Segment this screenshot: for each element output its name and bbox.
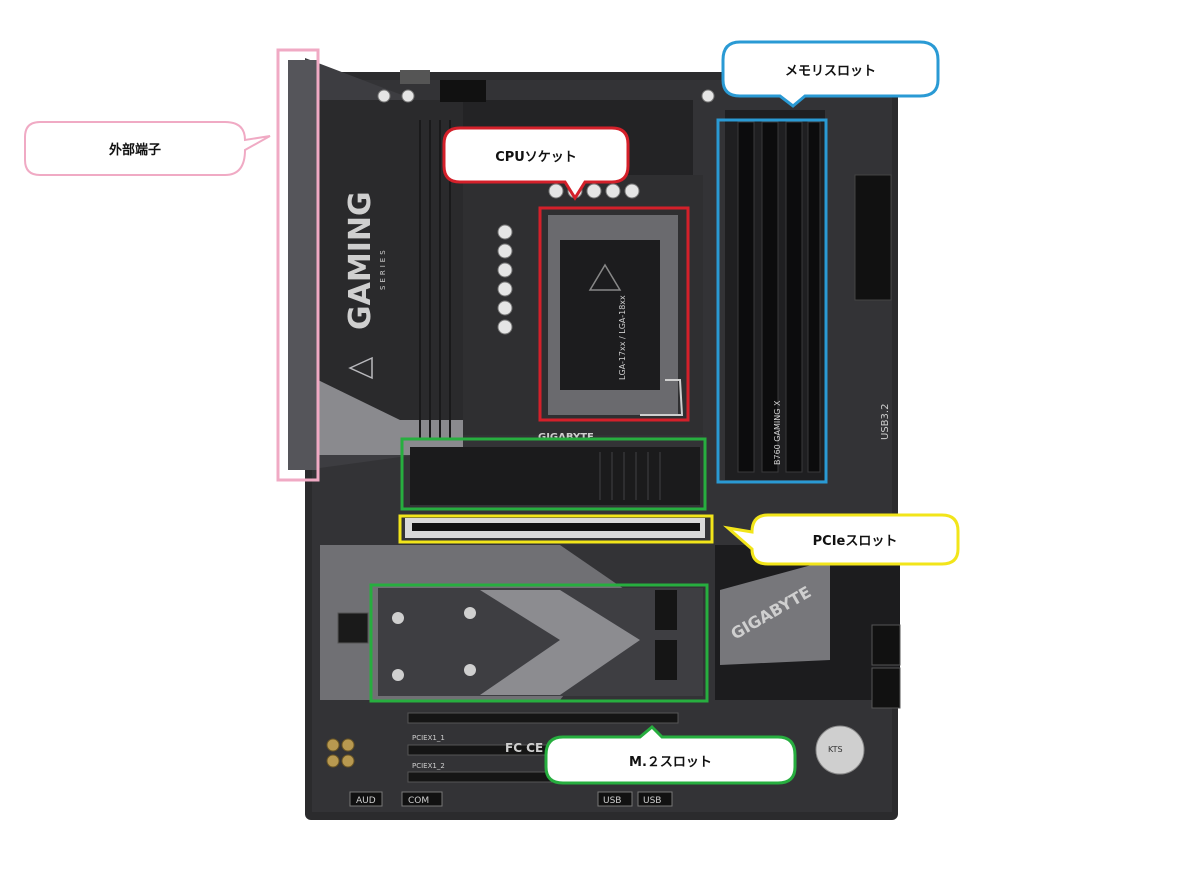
pcie-slot-lower-1	[407, 712, 679, 724]
m2-heatsink-top	[410, 447, 700, 505]
callout-m2-slot-shape	[544, 724, 797, 785]
highlight-m2-bottom	[369, 583, 709, 703]
pcie-label-2: PCIEX1_2	[412, 762, 445, 770]
series-logo: SERIES	[379, 247, 387, 290]
cmos-battery	[815, 725, 865, 775]
battery-brand: KTS	[828, 745, 843, 754]
highlight-m2-top	[400, 437, 707, 511]
callout-pcie-slot-shape	[723, 513, 960, 566]
m2-bottom-chevron	[480, 590, 640, 695]
pcie-label-1: PCIEX1_1	[412, 734, 445, 742]
cpu-power-connector	[440, 80, 486, 102]
header-com: COM	[408, 796, 429, 806]
socket-type-text: LGA-17xx / LGA-18xx	[618, 295, 627, 380]
m2-slot-right-1	[655, 590, 677, 630]
socket-warning-triangle	[588, 263, 622, 291]
gold-audio-jacks	[326, 738, 355, 768]
callout-cpu-socket: CPUソケット	[444, 128, 628, 182]
callout-pcie-slot: PCIeスロット	[752, 515, 958, 564]
m2-screws	[392, 607, 476, 681]
io-shield	[288, 60, 318, 470]
gaming-logo: GAMING	[343, 191, 378, 330]
model-text-vertical: B760 GAMING X	[773, 400, 782, 465]
header-usb1: USB	[603, 796, 621, 806]
cert-marks: FC CE	[505, 741, 543, 755]
capacitors	[377, 89, 715, 335]
dimm-slots	[737, 121, 821, 473]
atx-power-connector	[854, 174, 892, 301]
callout-memory-slot-shape	[721, 40, 940, 108]
sata-ports	[871, 624, 901, 709]
cpu-socket-cover	[560, 240, 660, 390]
audio-chip	[337, 612, 369, 644]
callout-m2-slot: M.２スロット	[546, 737, 795, 783]
callout-cpu-socket-shape	[442, 126, 630, 201]
highlight-external-ports	[276, 48, 320, 482]
heatsink-gray-accent	[318, 380, 463, 455]
usb32-label: USB3.2	[880, 404, 891, 440]
header-aud: AUD	[356, 796, 376, 806]
highlight-cpu-socket	[538, 206, 690, 422]
callout-memory-slot-label: メモリスロット	[784, 63, 876, 79]
header-usb2: USB	[643, 796, 661, 806]
m2-heatsink-fins	[599, 452, 661, 500]
highlight-memory-slot	[716, 118, 828, 484]
socket-lever	[640, 379, 684, 416]
callout-pcie-slot-label: PCIeスロット	[812, 534, 898, 549]
pcie-x16-slot-inner	[412, 523, 700, 531]
callout-external-ports-shape	[24, 121, 271, 176]
m2-slot-right-2	[655, 640, 677, 680]
callout-external-ports-label: 外部端子	[108, 143, 161, 158]
callout-cpu-socket-label: CPUソケット	[495, 149, 577, 165]
highlight-pcie-slot	[398, 514, 714, 544]
callout-memory-slot: メモリスロット	[723, 42, 938, 96]
heatsink-triangle	[348, 356, 373, 380]
callout-m2-slot-label: M.２スロット	[629, 754, 712, 770]
bottom-headers	[349, 791, 673, 807]
chipset-gray-plate	[720, 560, 830, 665]
callout-external-ports: 外部端子	[25, 122, 245, 175]
hdmi-port	[400, 70, 430, 84]
